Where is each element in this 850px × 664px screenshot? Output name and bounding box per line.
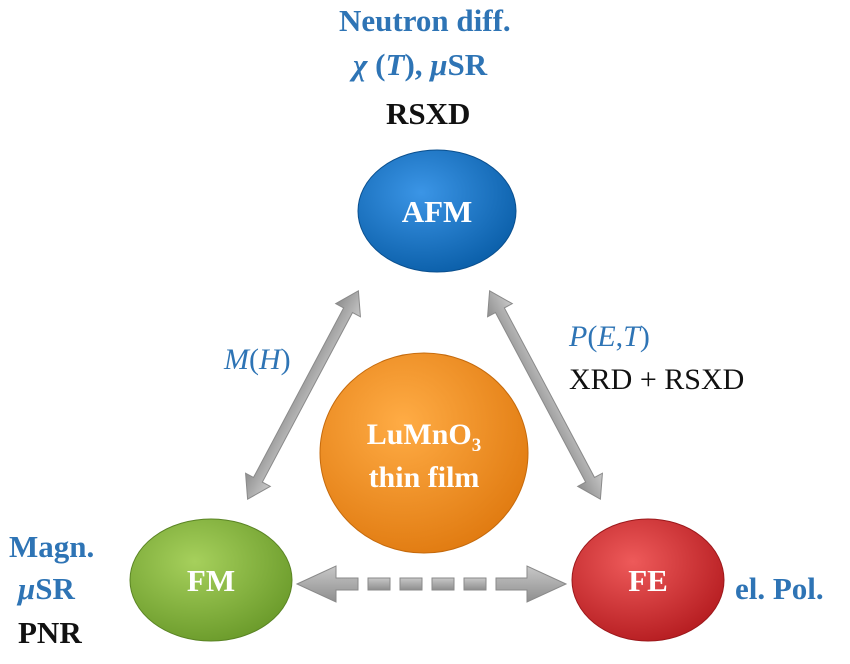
label-rsxd-top: RSXD: [386, 96, 471, 131]
chi-symbol: χ: [353, 47, 368, 82]
arrow-fm-fe-dashed: [295, 565, 568, 603]
node-fm: FM: [129, 518, 293, 642]
node-center: LuMnO3 thin film: [319, 352, 529, 554]
node-fe-label: FE: [628, 563, 668, 598]
arrow-afm-fe: [486, 289, 604, 501]
node-fe: FE: [571, 518, 725, 642]
label-neutron-diff: Neutron diff.: [339, 3, 511, 38]
label-musr-left: μSR: [18, 571, 75, 606]
label-magn: Magn.: [9, 529, 95, 564]
label-el-pol: el. Pol.: [735, 571, 824, 606]
node-afm: AFM: [357, 149, 517, 273]
node-center-line2: thin film: [369, 461, 480, 494]
chi-arg: (T): [375, 47, 415, 82]
edge-label-xrd-rsxd: XRD + RSXD: [569, 363, 745, 396]
node-afm-label: AFM: [402, 194, 473, 229]
label-chi-musr: χ (T), μSR: [353, 47, 488, 82]
edge-label-pet: P(E,T): [569, 320, 650, 353]
label-pnr: PNR: [18, 615, 82, 650]
mu-symbol: μ: [430, 47, 448, 82]
node-fm-label: FM: [187, 563, 235, 598]
node-center-line1: LuMnO3: [367, 418, 482, 456]
edge-label-mh: M(H): [224, 343, 291, 376]
arrow-afm-fm: [244, 289, 362, 501]
